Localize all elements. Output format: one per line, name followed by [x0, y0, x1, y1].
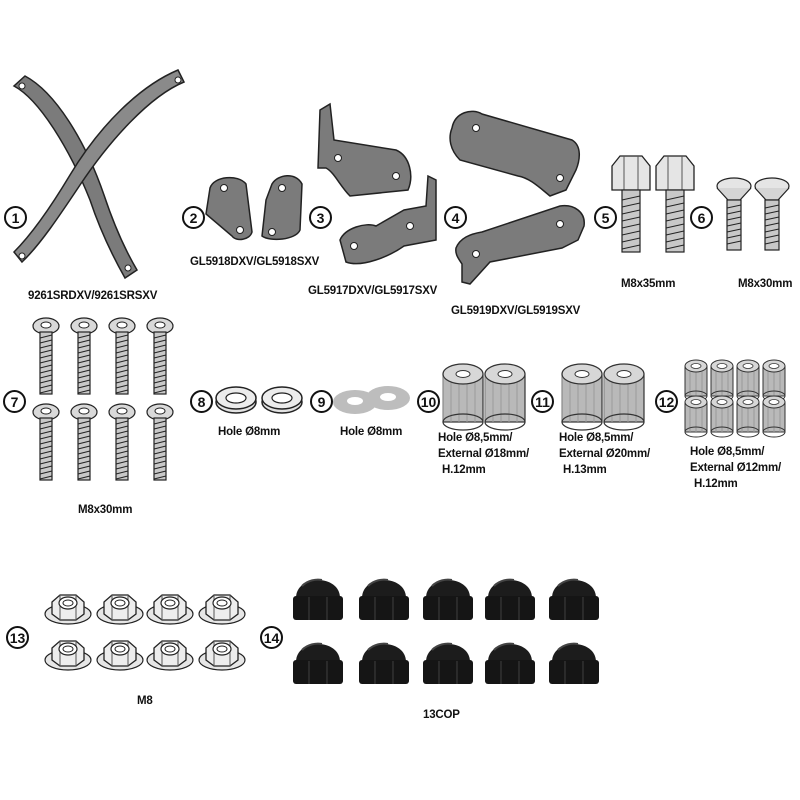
flange-nut-icon	[44, 594, 246, 671]
caption-line: Hole Ø8,5mm/	[438, 432, 513, 444]
spring-washer-icon	[215, 386, 303, 414]
part-caption: M8	[137, 695, 153, 707]
hex-bolt-icon	[611, 155, 695, 253]
part-caption: M8x30mm	[738, 278, 793, 290]
part-caption: GL5918DXV/GL5918SXV	[190, 256, 320, 268]
part-caption: GL5917DXV/GL5917SXV	[308, 285, 438, 297]
caption-line: External Ø12mm/	[690, 462, 781, 474]
item-number: 9	[310, 390, 333, 413]
item-number: 5	[594, 206, 617, 229]
part-caption: M8x35mm	[621, 278, 676, 290]
caption-line: H.12mm	[442, 464, 486, 476]
crossed-tube-stays-icon	[12, 69, 186, 280]
part-caption: 13COP	[423, 709, 460, 721]
item-number: 11	[531, 390, 554, 413]
item-number: 2	[182, 206, 205, 229]
offset-bracket-icon	[317, 102, 437, 265]
part-caption: Hole Ø8,5mm/ External Ø20mm/ H.13mm	[559, 430, 650, 478]
part-caption: GL5919DXV/GL5919SXV	[451, 305, 581, 317]
long-plate-bracket-icon	[449, 110, 585, 285]
caption-line: Hole Ø8,5mm/	[690, 446, 765, 458]
caption-line: H.12mm	[694, 478, 738, 490]
item-number: 8	[190, 390, 213, 413]
item-number: 4	[444, 206, 467, 229]
spacer-icon	[442, 363, 526, 431]
part-caption: Hole Ø8,5mm/ External Ø12mm/ H.12mm	[690, 444, 781, 492]
part-caption: Hole Ø8,5mm/ External Ø18mm/ H.12mm	[438, 430, 529, 478]
countersunk-screw-icon	[716, 177, 790, 251]
button-head-screw-icon	[32, 317, 174, 481]
caption-line: Hole Ø8,5mm/	[559, 432, 634, 444]
part-caption: 9261SRDXV/9261SRSXV	[28, 290, 158, 302]
part-caption: Hole Ø8mm	[340, 426, 403, 438]
item-number: 1	[4, 206, 27, 229]
small-bracket-icon	[261, 175, 303, 241]
caption-line: External Ø18mm/	[438, 448, 529, 460]
caption-line: H.13mm	[563, 464, 607, 476]
item-number: 13	[6, 626, 29, 649]
small-bracket-icon	[205, 176, 253, 241]
cap-nut-icon	[292, 578, 600, 685]
item-number: 12	[655, 390, 678, 413]
item-number: 14	[260, 626, 283, 649]
spacer-icon	[684, 359, 786, 438]
item-number: 10	[417, 390, 440, 413]
part-caption: Hole Ø8mm	[218, 426, 281, 438]
flat-washer-icon	[333, 386, 410, 414]
item-number: 3	[309, 206, 332, 229]
part-caption: M8x30mm	[78, 504, 133, 516]
spacer-icon	[561, 363, 645, 431]
item-number: 7	[3, 390, 26, 413]
item-number: 6	[690, 206, 713, 229]
caption-line: External Ø20mm/	[559, 448, 650, 460]
